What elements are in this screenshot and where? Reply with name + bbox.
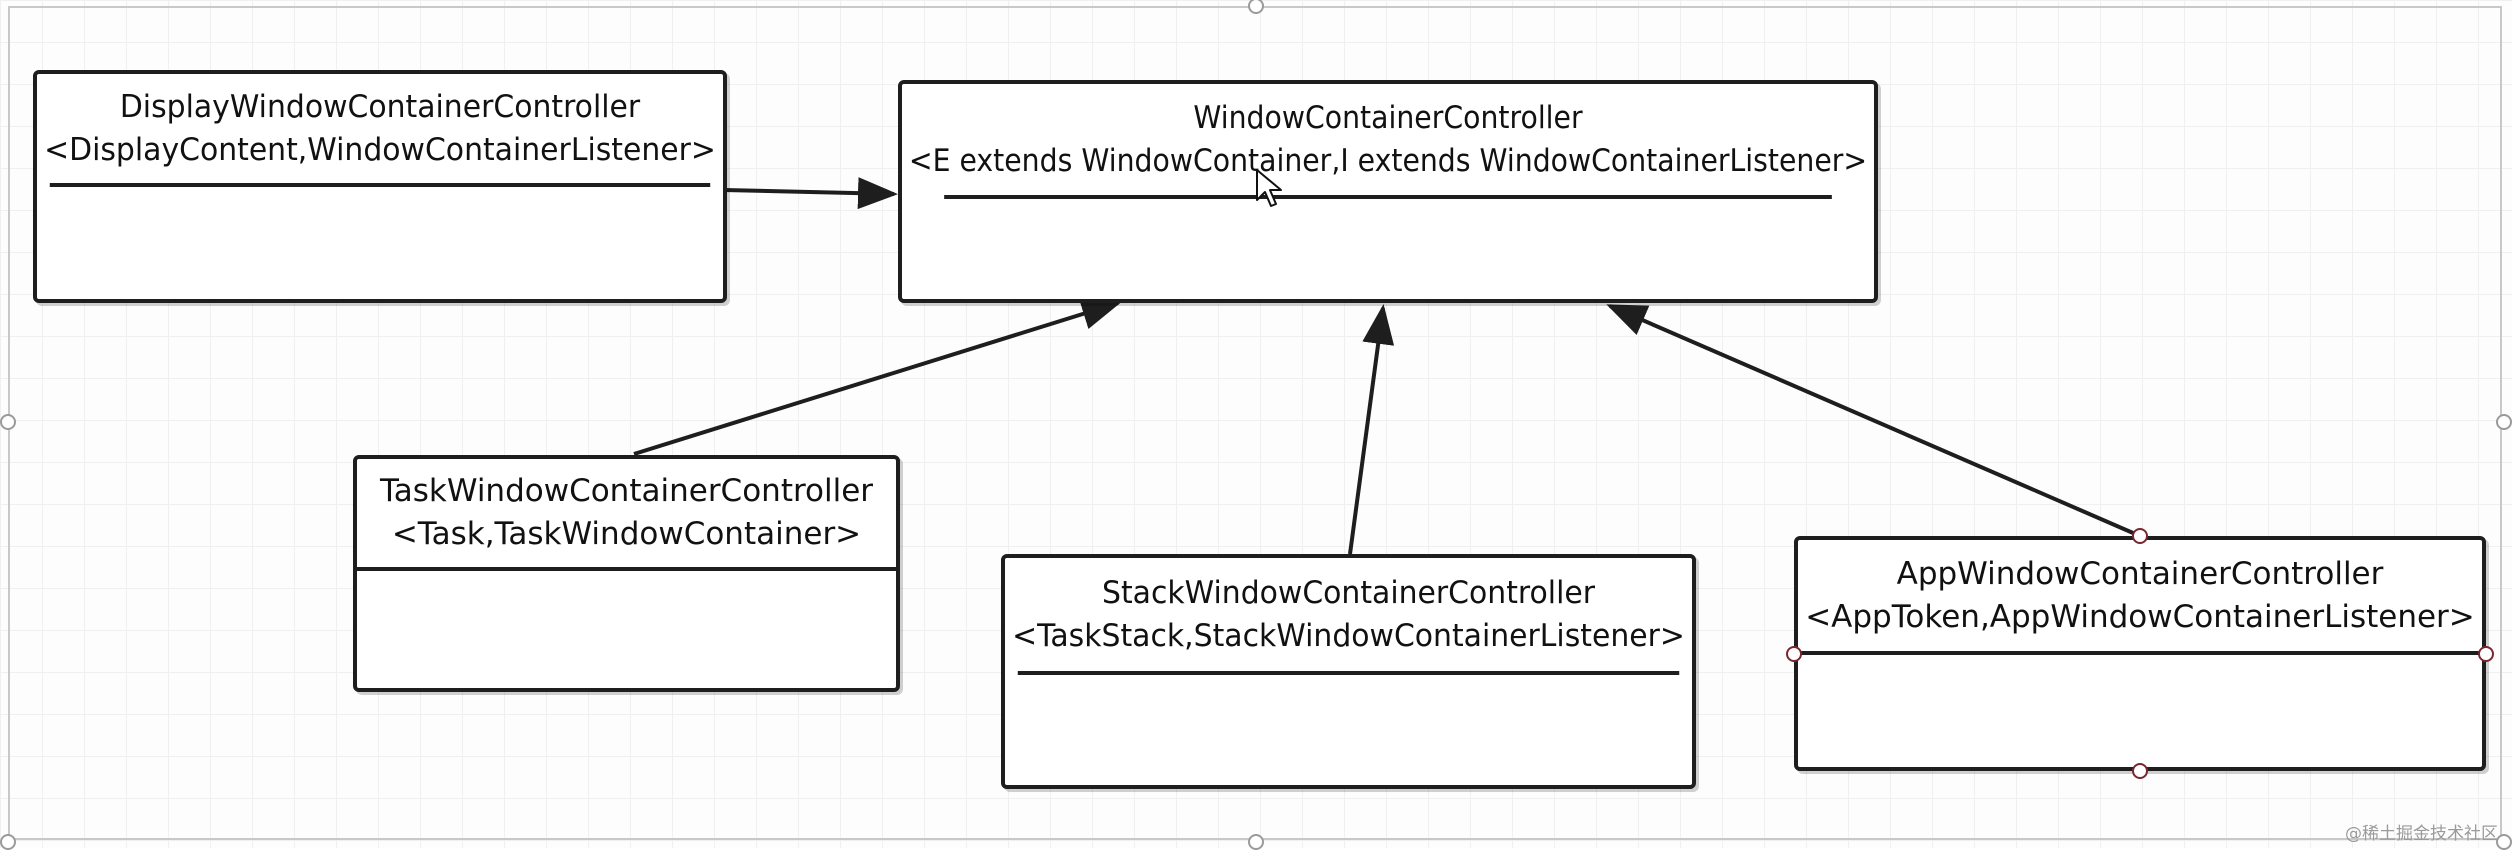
resize-handle-right[interactable]: [2496, 414, 2512, 430]
class-window-container-controller[interactable]: WindowContainerController <E extends Win…: [898, 80, 1878, 303]
class-name: StackWindowContainerController: [1102, 574, 1595, 611]
class-handle-bottom[interactable]: [2132, 763, 2148, 779]
class-generics: <DisplayContent,WindowContainerListener>: [44, 131, 716, 168]
watermark: @稀土掘金技术社区: [2345, 824, 2498, 844]
relation-display-to-window[interactable]: [723, 177, 898, 210]
relation-app-to-window[interactable]: [1606, 304, 2141, 538]
relation-stack-to-window[interactable]: [1348, 304, 1395, 555]
resize-handle-top[interactable]: [1248, 0, 1264, 14]
class-generics: <E extends WindowContainer,I extends Win…: [908, 142, 1868, 179]
class-task-window-container-controller[interactable]: TaskWindowContainerController <Task,Task…: [353, 455, 900, 692]
class-app-window-container-controller[interactable]: AppWindowContainerController <AppToken,A…: [1794, 536, 2486, 771]
class-name: DisplayWindowContainerController: [119, 88, 641, 125]
relation-task-to-window[interactable]: [633, 298, 1122, 456]
class-name: AppWindowContainerController: [1896, 555, 2384, 592]
class-display-window-container-controller[interactable]: DisplayWindowContainerController <Displa…: [33, 70, 727, 303]
resize-handle-left[interactable]: [0, 414, 16, 430]
class-stack-window-container-controller[interactable]: StackWindowContainerController <TaskStac…: [1001, 554, 1696, 789]
class-handle-top[interactable]: [2132, 528, 2148, 544]
class-name: WindowContainerController: [1193, 99, 1583, 136]
class-name: TaskWindowContainerController: [379, 473, 874, 510]
class-handle-right[interactable]: [2478, 646, 2494, 662]
class-handle-left[interactable]: [1786, 646, 1802, 662]
mouse-cursor-icon: [1256, 169, 1282, 207]
class-generics: <TaskStack,StackWindowContainerListener>: [1012, 617, 1685, 654]
class-generics: <AppToken,AppWindowContainerListener>: [1805, 598, 2475, 635]
class-generics: <Task,TaskWindowContainer>: [391, 516, 862, 552]
